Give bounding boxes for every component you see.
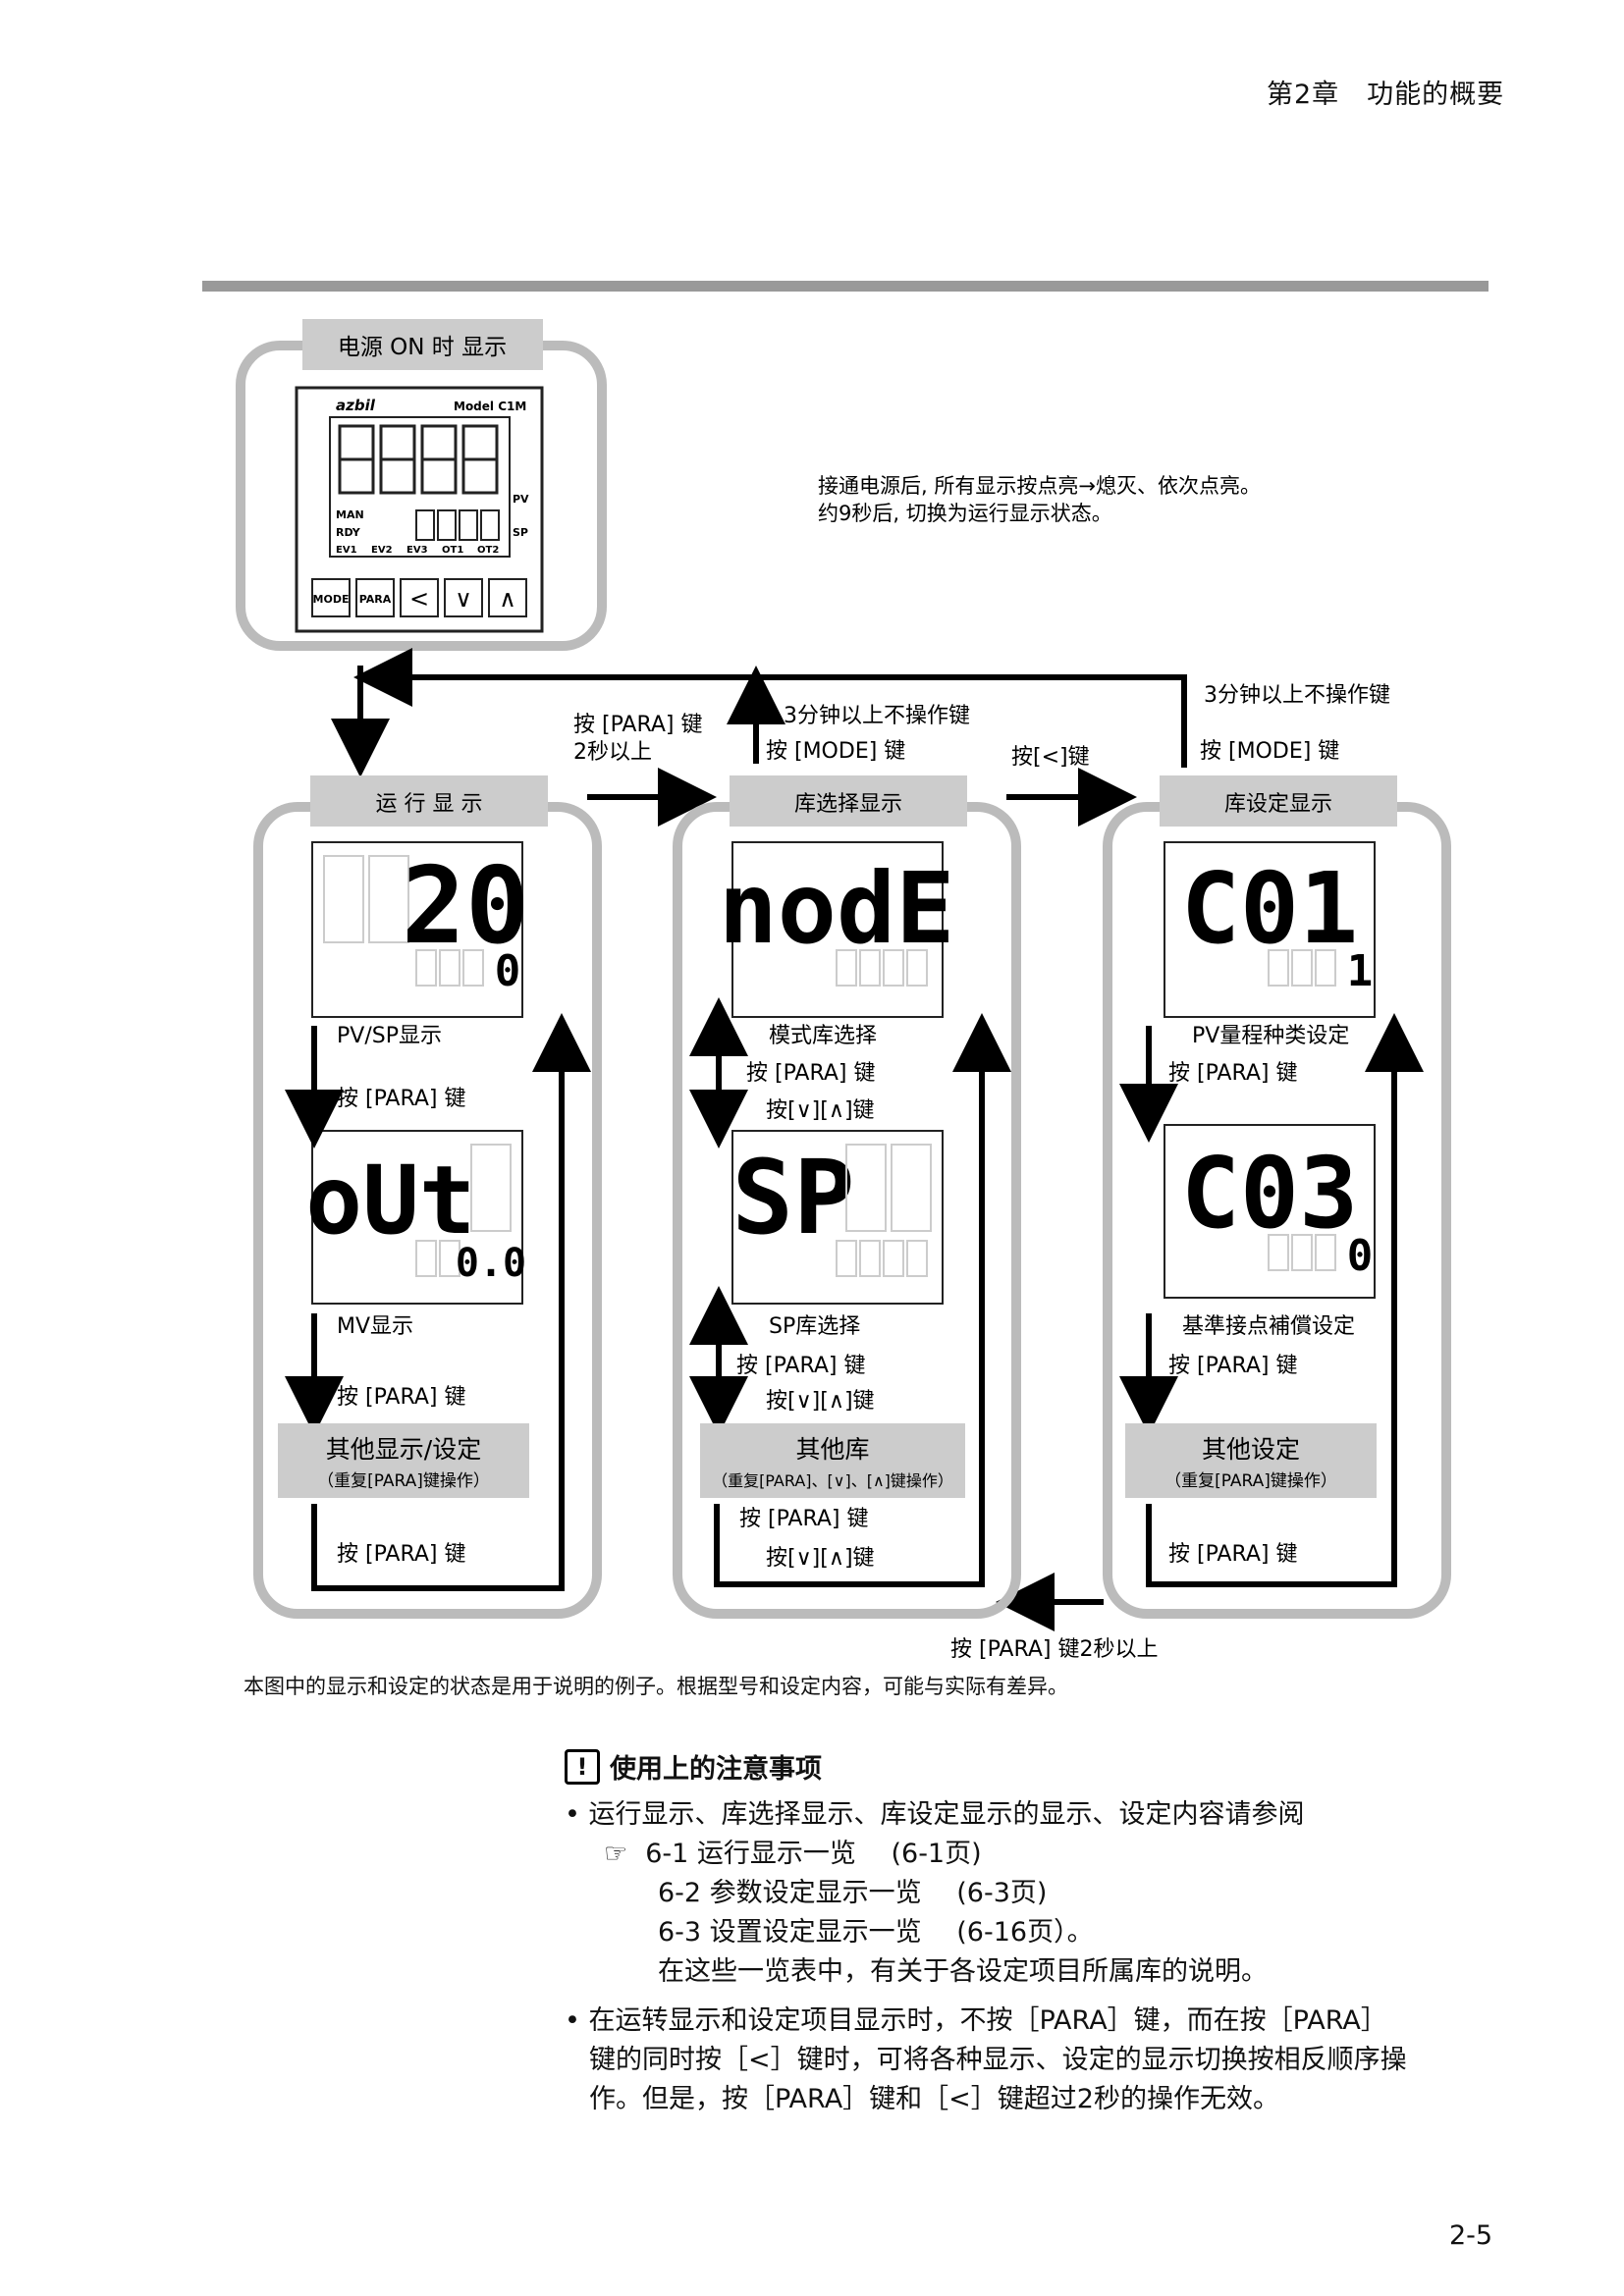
ref-2: 6-2 参数设定显示一览 (6-3页) <box>658 1878 1048 1908</box>
ev2-label: EV2 <box>371 545 393 556</box>
mode-key-label-b: 按 [MODE] 键 <box>1200 739 1339 764</box>
col1-key-2: 按 [PARA] 键 <box>337 1385 466 1410</box>
ev3-label: EV3 <box>406 545 428 556</box>
col1-disp1-pv: 20 <box>402 845 529 968</box>
sp-label: SP <box>513 526 528 539</box>
man-label: MAN <box>336 508 364 521</box>
col3-key-2: 按 [PARA] 键 <box>1168 1354 1298 1378</box>
mode-key-label-a: 按 [MODE] 键 <box>766 739 905 764</box>
caution-title: 使用上的注意事项 <box>610 1754 822 1785</box>
col2-caption-2: SP库选择 <box>769 1314 860 1339</box>
col2-key-1: 按 [PARA] 键 <box>746 1061 876 1086</box>
left-key-label: < <box>409 585 429 613</box>
col2-title: 库选择显示 <box>794 792 902 817</box>
chapter-header: 第2章 功能的概要 <box>1267 80 1505 110</box>
bottom-para-2s-label: 按 [PARA] 键2秒以上 <box>950 1637 1159 1662</box>
col1-display-2: oUt 0.0 <box>305 1130 526 1305</box>
col2-caption-1: 模式库选择 <box>769 1024 877 1048</box>
ot2-label: OT2 <box>477 545 499 556</box>
col3-disp2-sp: 0 <box>1347 1231 1374 1281</box>
mode-key[interactable] <box>311 578 351 617</box>
col1-key-3: 按 [PARA] 键 <box>337 1542 466 1567</box>
top-divider <box>202 281 1489 292</box>
col1-caption-1: PV/SP显示 <box>337 1024 442 1048</box>
caution-bullet-2c: 作。但是，按［PARA］键和［<］键超过2秒的操作无效。 <box>589 2084 1279 2114</box>
col3-disp1-pv: C01 <box>1181 851 1359 966</box>
col1-title: 运 行 显 示 <box>376 792 483 817</box>
col3-box-sub: （重复[PARA]键操作） <box>1164 1471 1337 1491</box>
col2-key-2: 按 [PARA] 键 <box>736 1354 866 1378</box>
col3-key-1: 按 [PARA] 键 <box>1168 1061 1298 1086</box>
diagram-footnote: 本图中的显示和设定的状态是用于说明的例子。根据型号和设定内容，可能与实际有差异。 <box>244 1675 1068 1698</box>
power-on-label: 电源 ON 时 显示 <box>338 335 507 360</box>
col2-box-title: 其他库 <box>795 1435 869 1464</box>
power-on-note-2: 约9秒后, 切换为运行显示状态。 <box>818 502 1112 525</box>
ev1-label: EV1 <box>336 545 357 556</box>
col1-box-sub: （重复[PARA]键操作） <box>317 1471 490 1491</box>
col2-display-1: nodE <box>719 841 955 1018</box>
col2-box-sub: （重复[PARA]、[∨]、[∧]键操作） <box>712 1471 953 1490</box>
ref-1: 6-1 运行显示一览 (6-1页) <box>645 1839 982 1869</box>
rdy-label: RDY <box>336 526 361 539</box>
caution-bullet-2b: 键的同时按［<］键时，可将各种显示、设定的显示切换按相反顺序操 <box>589 2045 1407 2075</box>
para-2s-label: 按 [PARA] 键 <box>573 713 703 737</box>
idle-3min-label-b: 3分钟以上不操作键 <box>1204 683 1390 708</box>
col2-display-2: SP <box>731 1130 944 1305</box>
col1-display-1: 20 0 <box>311 841 529 1018</box>
col1-box-title: 其他显示/设定 <box>326 1435 481 1464</box>
ot1-label: OT1 <box>442 545 463 556</box>
col3-display-2: C03 0 <box>1164 1124 1376 1299</box>
col1-disp1-sp: 0 <box>495 946 521 996</box>
page-number: 2-5 <box>1449 2220 1493 2251</box>
col3-title: 库设定显示 <box>1224 792 1332 817</box>
idle-3min-label-a: 3分钟以上不操作键 <box>784 704 970 728</box>
left-key-transition: 按[<]键 <box>1011 745 1090 770</box>
ref-note: 在这些一览表中，有关于各设定项目所属库的说明。 <box>658 1956 1268 1987</box>
col2-key-2b: 按[∨][∧]键 <box>766 1389 875 1414</box>
down-key[interactable] <box>444 578 483 617</box>
col3-box-title: 其他设定 <box>1202 1435 1300 1464</box>
col3-display-1: C01 1 <box>1164 841 1376 1018</box>
col3-caption-2: 基準接点補償设定 <box>1182 1314 1355 1339</box>
col2-disp1-pv: nodE <box>719 851 955 966</box>
para-key-label: PARA <box>359 593 392 606</box>
ref-line-1: ☞ 6-1 运行显示一览 (6-1页) <box>565 1835 1507 1874</box>
col2-disp2-pv: SP <box>731 1138 854 1257</box>
col1-disp2-pv: oUt <box>305 1146 475 1255</box>
up-key[interactable] <box>488 578 527 617</box>
col2-key-3: 按 [PARA] 键 <box>739 1507 869 1531</box>
mode-key-label: MODE <box>313 593 350 606</box>
left-key[interactable] <box>400 578 439 617</box>
col3-disp1-sp: 1 <box>1347 946 1374 996</box>
col3-disp2-pv: C03 <box>1181 1136 1359 1251</box>
col1-caption-2: MV显示 <box>337 1314 413 1339</box>
col3-key-3: 按 [PARA] 键 <box>1168 1542 1298 1567</box>
caution-icon: ! <box>565 1748 600 1785</box>
down-key-label: ∨ <box>455 585 472 613</box>
col2-key-1b: 按[∨][∧]键 <box>766 1098 875 1123</box>
para-key[interactable] <box>355 578 395 617</box>
col3-caption-1: PV量程种类设定 <box>1192 1024 1349 1048</box>
pointing-hand-icon: ☞ <box>604 1839 628 1869</box>
power-on-note-1: 接通电源后, 所有显示按点亮→熄灭、依次点亮。 <box>818 474 1261 498</box>
pv-label: PV <box>513 493 529 506</box>
caution-bullet-2a: • 在运转显示和设定项目显示时，不按［PARA］键，而在按［PARA］ <box>565 2005 1387 2036</box>
brand-logo: azbil <box>336 397 376 414</box>
col2-key-3b: 按[∨][∧]键 <box>766 1546 875 1571</box>
ref-3: 6-3 设置设定显示一览 (6-16页）。 <box>658 1917 1094 1948</box>
caution-bullet-1: • 运行显示、库选择显示、库设定显示的显示、设定内容请参阅 <box>565 1799 1305 1830</box>
device-front: azbil Model C1M PV MAN RDY SP EV1 EV2 EV… <box>295 386 544 633</box>
col1-disp2-sp: 0.0 <box>456 1241 526 1286</box>
power-on-label-bg <box>302 319 543 370</box>
para-2s-label-b: 2秒以上 <box>573 740 652 765</box>
col1-key-1: 按 [PARA] 键 <box>337 1087 466 1111</box>
model-text: Model C1M <box>454 400 526 413</box>
caution-section: ! 使用上的注意事项 • 运行显示、库选择显示、库设定显示的显示、设定内容请参阅… <box>565 1747 1507 2119</box>
up-key-label: ∧ <box>499 585 516 613</box>
